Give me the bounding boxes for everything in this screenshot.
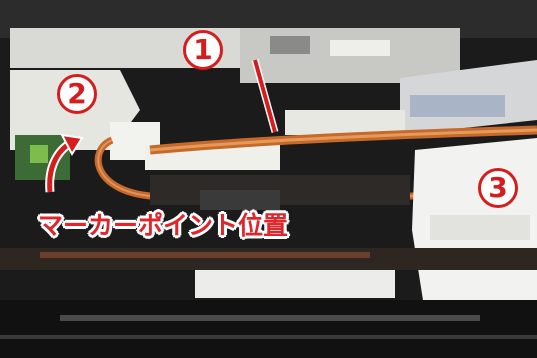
marker-3: 3 bbox=[478, 168, 518, 208]
pointer-line bbox=[253, 59, 277, 133]
arrow-head-icon bbox=[60, 133, 84, 157]
marker-1: 1 bbox=[183, 30, 223, 70]
marker-point-caption: マーカーポイント位置 bbox=[38, 211, 289, 240]
marker-2: 2 bbox=[57, 74, 97, 114]
